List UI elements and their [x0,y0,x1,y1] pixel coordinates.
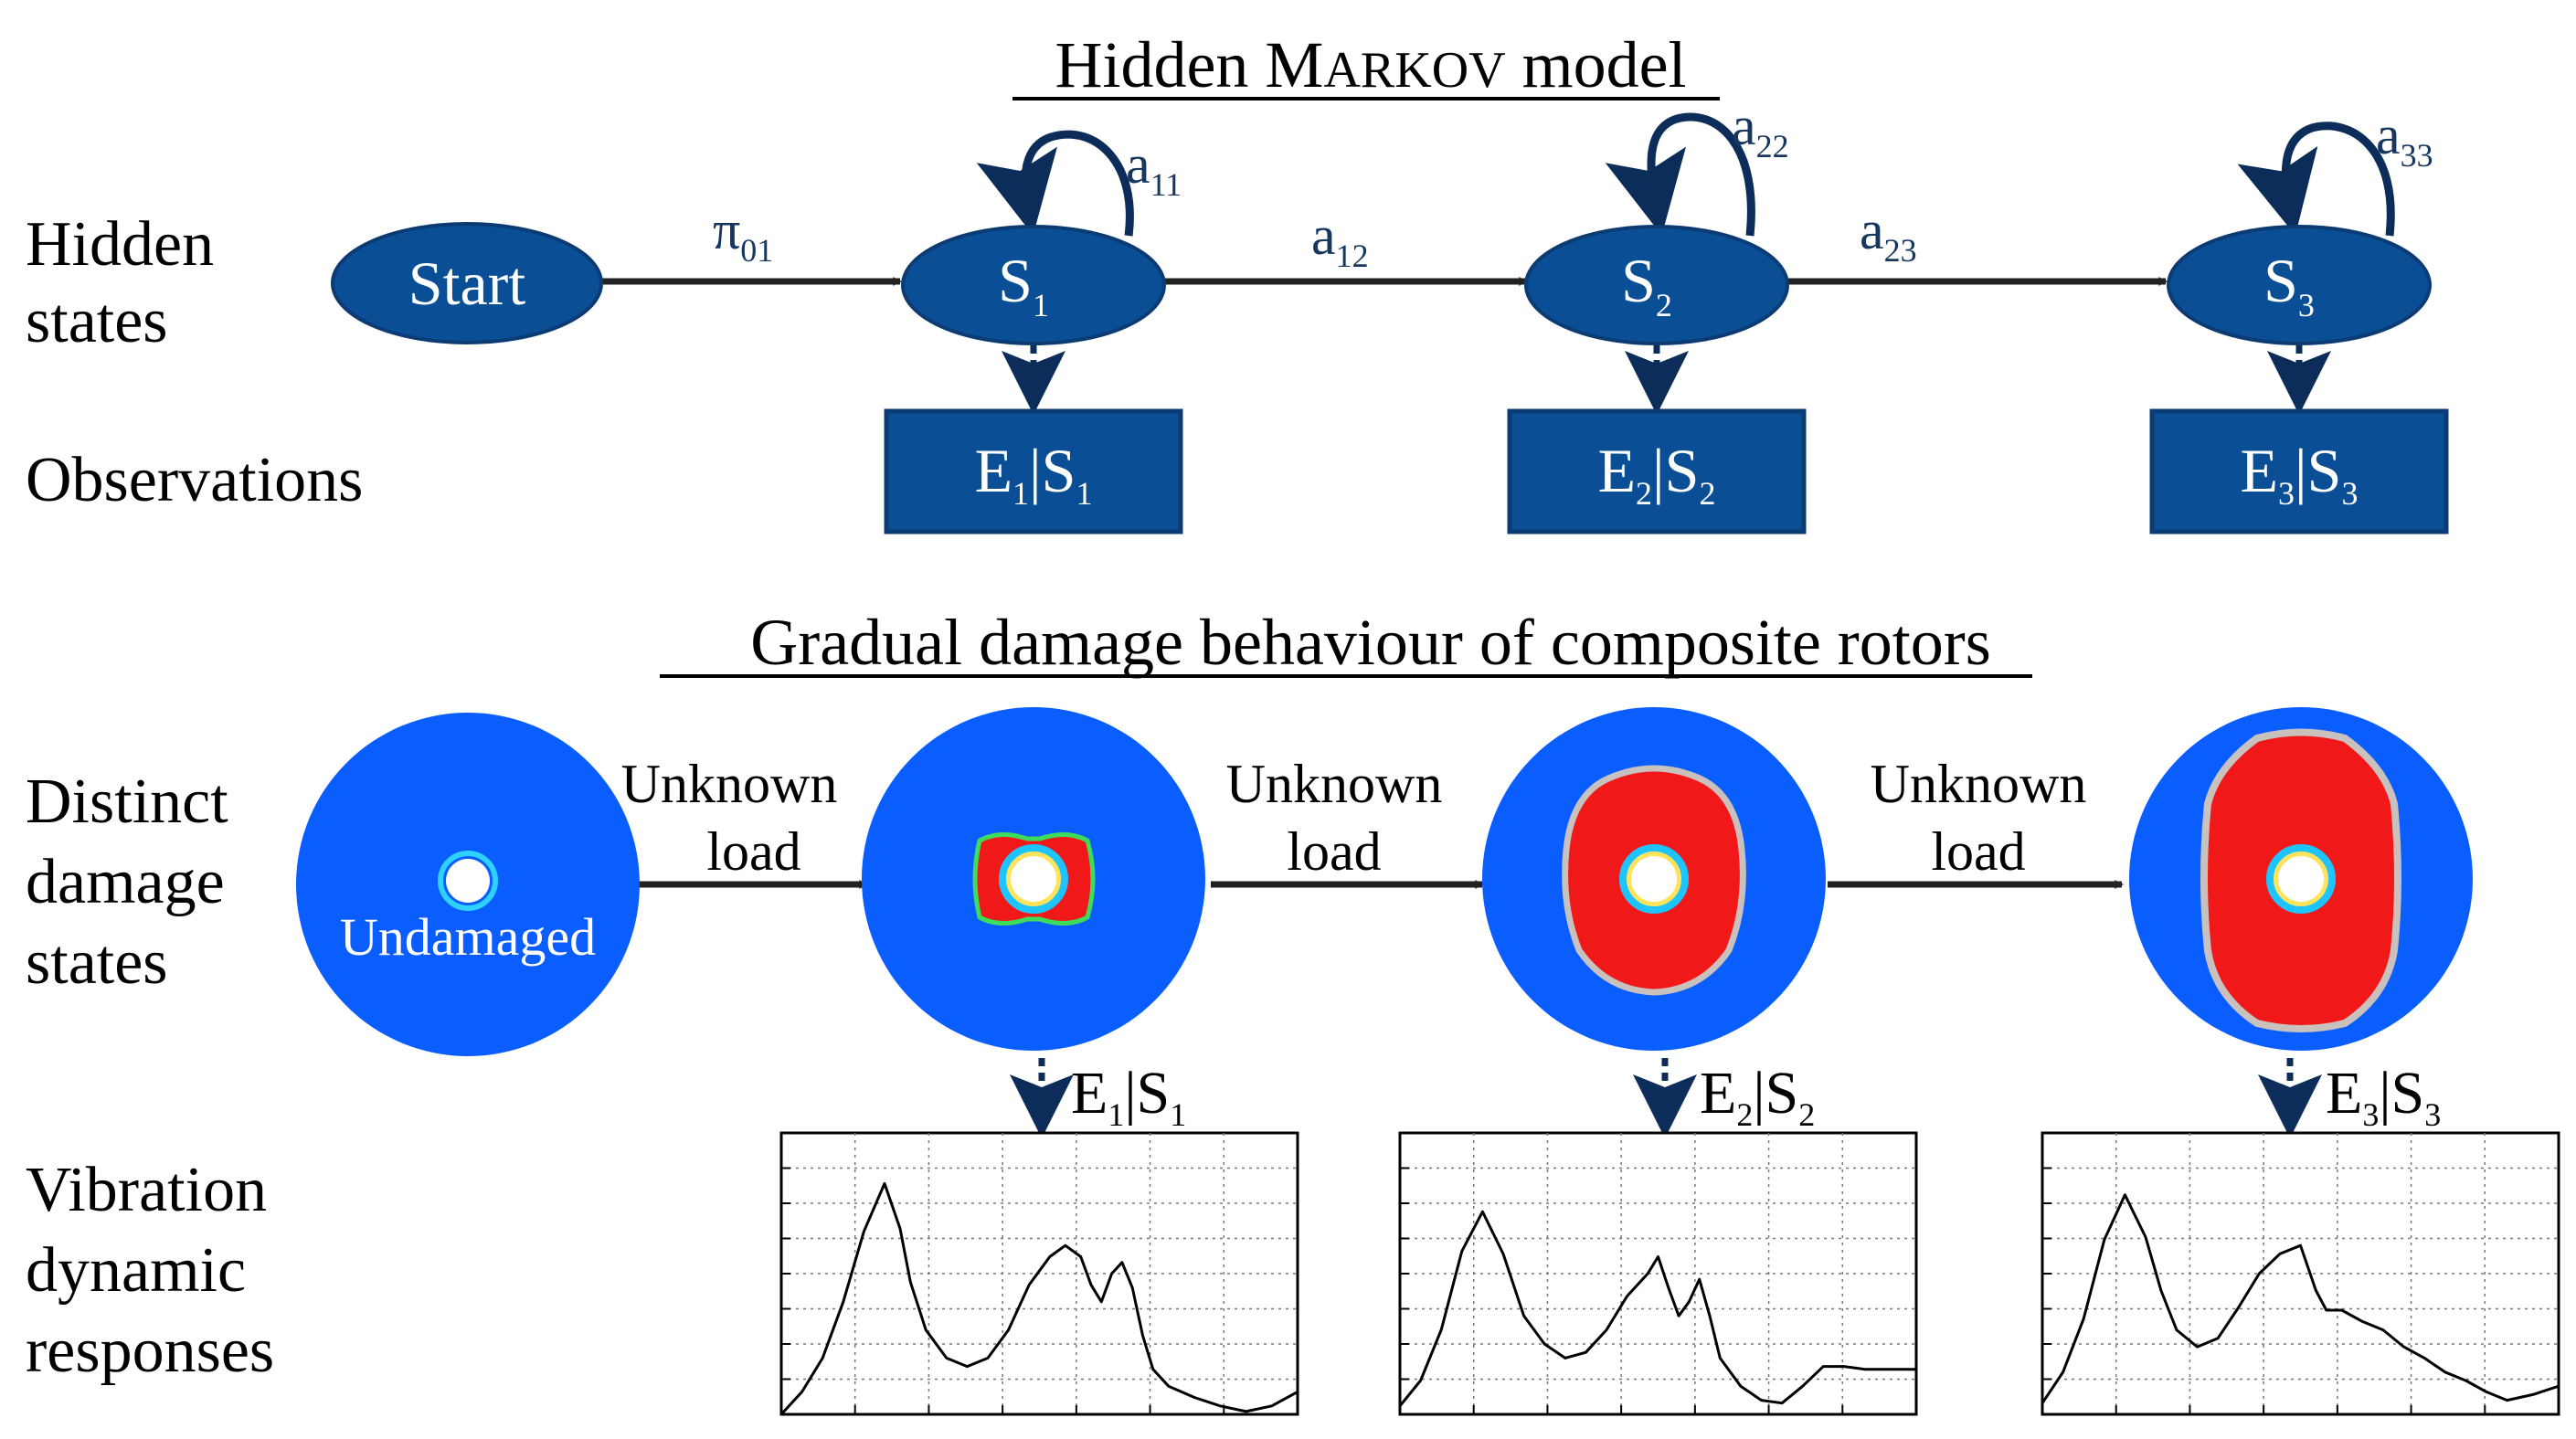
self-loop-label-a11: a11 [1126,134,1182,203]
hidden-state-s2 [1524,225,1789,345]
hidden-state-s1 [901,225,1166,345]
observation-box-3 [2149,408,2449,534]
vibration-response-chart-2 [1398,1131,1918,1416]
transition-label-a23: a23 [1860,200,1917,269]
self-loop-label-a33: a33 [2376,105,2433,174]
vibration-response-chart-1 [779,1131,1299,1416]
hidden-state-s3-label: S3 [2263,246,2315,323]
hidden-state-s3 [2167,225,2432,345]
start-node-label: Start [408,249,526,318]
vibration-response-chart-3 [2041,1131,2560,1416]
self-loop-label-a22: a22 [1732,96,1789,164]
rotor-disk-damage-state-3 [2129,707,2473,1051]
response-obs-label-1: E1|S1 [1071,1060,1186,1133]
chart-series-line [779,1181,1299,1416]
observation-label-2: E2|S2 [1598,436,1716,512]
self-loop-s3 [2237,122,2395,237]
transition-label-a12: a12 [1311,206,1369,274]
hidden-state-s1-label: S1 [998,246,1049,323]
rotor-disk-damage-state-2 [1482,707,1826,1051]
row-label-observations: Observations [26,445,363,515]
observation-label-1: E1|S1 [975,436,1093,512]
hmm-title: Hidden MARKOV model [1055,28,1686,101]
self-loop-s2 [1605,112,1755,237]
observation-label-3: E3|S3 [2241,436,2359,512]
self-loop-s1 [976,130,1134,237]
rotor-disk-undamaged [296,713,640,1056]
rotor-disk-damage-state-1 [862,707,1205,1051]
start-node [331,222,603,344]
response-obs-label-2: E2|S2 [1700,1060,1815,1133]
undamaged-label: Undamaged [340,907,596,967]
transition-label-pi01: π01 [713,200,773,269]
hidden-state-s2-label: S2 [1621,246,1672,323]
damage-title: Gradual damage behaviour of composite ro… [750,606,1991,679]
response-obs-label-3: E3|S3 [2326,1060,2441,1133]
observation-box-1 [884,408,1183,534]
observation-box-2 [1507,408,1807,534]
